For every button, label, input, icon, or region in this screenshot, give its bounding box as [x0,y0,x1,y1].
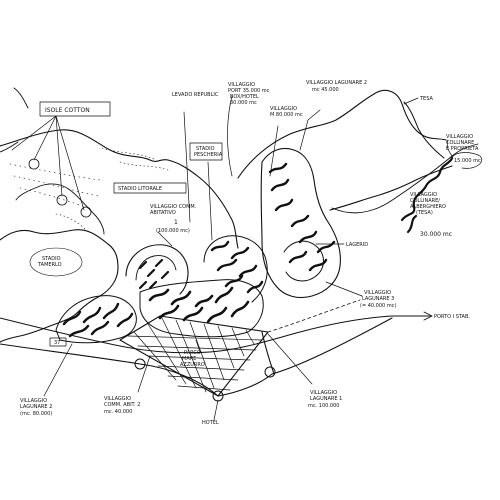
grid-roads [0,317,393,397]
pointer-villaggio-port [227,95,233,177]
central-cluster [148,286,250,324]
label-mc-15000: 15.000 mc [454,158,481,164]
stadio-tamerlo-outline [29,247,83,277]
coastlines [0,87,453,354]
serpentine-road [331,143,479,214]
harbour-basin [203,235,268,303]
label-tesa: TESA [419,96,433,102]
porto-arrow-head [423,311,433,321]
stadio-litorale-box [113,182,187,194]
label-stadio-tamerlo: STADIO TAMERLO [37,256,62,268]
top-left-strip [0,87,29,153]
roundabout-left [134,358,146,370]
label-37: 37 [54,340,60,346]
lagoon-dots [9,163,101,209]
label-levado-republic: LEVADO REPUBLIC [172,92,219,98]
ring-isole-1 [28,158,40,170]
grid-lines-horizontal [127,335,263,391]
pointer-lagunare-2 [43,343,73,397]
label-villaggio-m: VILLAGGIO M 80.000 mc [270,106,303,118]
lagoon-inner [15,183,105,235]
label-villaggio-comm-2: VILLAGGIO COMM. ABIT. 2 mc. 40.000 [104,396,142,415]
tree-dots [55,147,169,231]
annotation-lines [11,95,453,421]
label-parco: PARCO MARE AZZURRO [180,350,205,368]
label-stadio-litorale: STADIO LITORALE [118,186,162,192]
label-lagerid: LAGERID [346,242,368,248]
right-coast [237,89,447,179]
serpentine-village [400,156,454,234]
label-villaggio-lagunare-2: VILLAGGIO LAGUNARE 2 (mc. 80.000) [20,398,54,417]
right-cluster [268,162,336,272]
pointer-levado [183,111,191,223]
marina-ring [125,244,189,295]
stadio-pescheria-box [189,142,223,161]
label-villaggio-3-vol: 30.000 mc [420,231,452,238]
upper-right-road [403,101,445,159]
harbour-cluster [210,240,264,294]
pointer-isole [11,115,85,211]
parco-grid [0,315,393,402]
ring-isole-2 [56,194,68,206]
label-isole-cotton-box [39,101,111,117]
label-stadio-pescheria: STADIO PESCHERIA [194,146,223,158]
pointer-villaggio-m [269,125,279,177]
mc-15000-loop [451,152,483,169]
pointer-comm-1 [157,231,173,247]
cluster-lagunare-2-wall [55,295,137,344]
label-villaggio-collinare: VILLAGGIO COLLINARE E PROPRIETA [446,134,479,152]
pointer-collinare [446,139,453,157]
pointer-parco [195,339,201,353]
labels: ISOLE COTTON LEVADO REPUBLIC VILLAGGIO P… [20,80,483,426]
pointer-hotel [213,399,219,421]
settlement-clusters [55,101,479,344]
roundabout-right [264,366,276,378]
cluster-lagunare-2 [62,302,134,338]
lower-coastline [0,229,119,343]
label-hotel: HOTEL [202,420,219,426]
pointer-tesa [403,97,419,105]
label-villaggio-3: VILLAGGIO COLLINARE/ ALBERGHIERO (TESA) [410,192,448,216]
marina-blocks [138,258,170,290]
right-cluster-shore [260,147,341,299]
label-villaggio-lagunare-2-top: VILLAGGIO LAGUNARE 2 mc 45.000 [306,80,369,93]
marina-ring-inner [135,255,177,281]
label-villaggio-comm-mc: (100.000 mc) [156,228,190,234]
pointer-lagunare-3 [325,281,363,297]
label-37-box [49,337,67,347]
label-isole-cotton: ISOLE COTTON [45,107,90,114]
pointer-lagunare-2-top [299,109,321,151]
ring-isole-3 [80,206,92,218]
label-villaggio-comm: VILLAGGIO COMM. ABITATIVO [150,204,198,216]
pointer-comm-2 [137,355,151,393]
dashed-boundary [267,299,361,333]
label-villaggio-comm-num: 1 [174,219,178,226]
shore-line [0,315,393,354]
central-cluster-edge [139,279,264,338]
label-villaggio-lagunare-3: VILLAGGIO LAGUNARE 3 (= 40.000 mc) [360,290,396,309]
pointer-stadio-pescheria [207,161,213,241]
right-inner-loop [283,240,324,282]
pointer-lagunare-1 [267,333,313,385]
label-villaggio-lagunare-1: VILLAGGIO LAGUNARE 1 mc. 100.000 [308,390,344,409]
right-coast-2 [329,165,453,211]
label-porto: PORTO I STAB. [434,314,470,320]
upper-coastline [0,129,239,249]
label-villaggio-port: VILLAGGIO PORT 35.000 mc BOX/HOTEL 30.00… [228,82,271,106]
